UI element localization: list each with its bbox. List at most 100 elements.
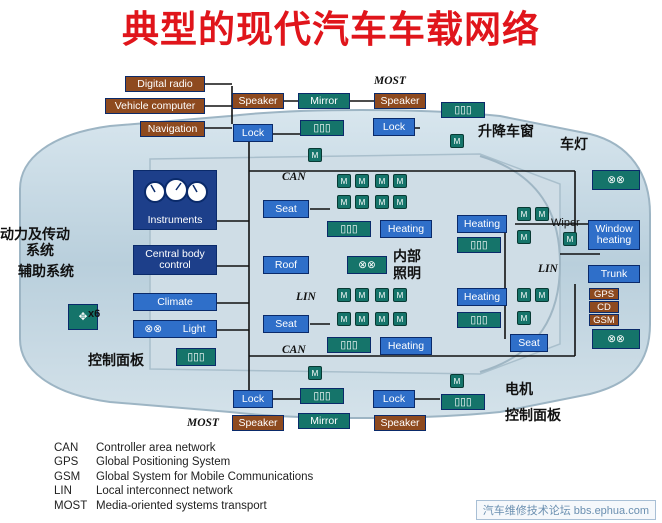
seat-motor-fr-1: M: [517, 207, 531, 221]
seat-motor-10: M: [355, 288, 369, 302]
mirror-top: Mirror: [298, 93, 350, 109]
climate-fan-icon: ✥: [68, 304, 98, 330]
seat-switch-fl: ▯▯▯: [327, 221, 371, 237]
seat-switch-fr: ▯▯▯: [457, 237, 501, 253]
seat-motor-11: M: [375, 288, 389, 302]
can-label-top: CAN: [282, 171, 306, 183]
interior-light-box: ⊗⊗: [347, 256, 387, 274]
light-box: ⊗⊗ Light: [133, 320, 217, 338]
legend-desc: Media-oriented systems transport: [96, 499, 267, 512]
heating-front-left: Heating: [380, 220, 432, 238]
network-diagram: Digital radio Vehicle computer Navigatio…: [0, 64, 662, 523]
seat-motor-3: M: [375, 174, 389, 188]
seat-motor-14: M: [355, 312, 369, 326]
lock-front-left: Lock: [233, 124, 273, 142]
wiper-label: Wiper: [551, 217, 580, 229]
legend-abbr: MOST: [54, 499, 88, 512]
auxiliary-label: 辅助系统: [18, 264, 74, 280]
light-label: Light: [182, 322, 206, 335]
seat-rear-left: Seat: [263, 315, 309, 333]
instruments-label: Instruments: [147, 214, 203, 226]
seat-rear-right: Seat: [510, 334, 548, 352]
heating-rear-right: Heating: [457, 288, 507, 306]
vehicle-computer-box: Vehicle computer: [105, 98, 205, 114]
trunk-box: Trunk: [588, 265, 640, 283]
climate-box: Climate: [133, 293, 217, 311]
control-panel-left-label: 控制面板: [88, 353, 144, 369]
wiper-motor: M: [563, 232, 577, 246]
interior-label-1: 内部: [393, 249, 421, 265]
control-panel-left-icon: ▯▯▯: [176, 348, 216, 366]
seat-motor-12: M: [393, 288, 407, 302]
lock-front-right: Lock: [373, 118, 415, 136]
legend-desc: Controller area network: [96, 442, 216, 454]
seat-motor-13: M: [337, 312, 351, 326]
lin-label-mid: LIN: [296, 291, 316, 303]
seat-front-left: Seat: [263, 200, 309, 218]
powertrain-label-2: 系统: [26, 243, 54, 259]
lin-label-right: LIN: [538, 263, 558, 275]
can-label-bottom: CAN: [282, 344, 306, 356]
seat-motor-rr-2: M: [535, 288, 549, 302]
most-label-top: MOST: [374, 75, 406, 87]
interior-label-2: 照明: [393, 266, 421, 282]
legend-desc: Local interconnect network: [96, 485, 233, 498]
gauges-icon: [144, 178, 208, 203]
powertrain-label-1: 动力及传动: [0, 227, 70, 243]
window-lift-label: 升降车窗: [478, 124, 534, 140]
speaker-rear-left: Speaker: [232, 415, 284, 431]
gps-box: GPS: [589, 288, 619, 300]
cd-box: CD: [589, 301, 619, 313]
roof-box: Roof: [263, 256, 309, 274]
speaker-front-left: Speaker: [232, 93, 284, 109]
legend-desc: Global System for Mobile Communications: [96, 470, 314, 483]
motor-rl: M: [308, 366, 322, 380]
navigation-box: Navigation: [140, 121, 205, 137]
page-title: 典型的现代汽车车载网络: [122, 7, 540, 51]
lock-rear-left: Lock: [233, 390, 273, 408]
forum-watermark: 汽车维修技术论坛 bbs.ephua.com: [475, 500, 656, 520]
seat-motor-9: M: [337, 288, 351, 302]
light-icons: ⊗⊗: [144, 322, 162, 335]
seat-motor-2: M: [355, 174, 369, 188]
legend-row: LIN Local interconnect network: [54, 484, 313, 498]
heating-front-right: Heating: [457, 215, 507, 233]
x6-label: x6: [88, 308, 101, 320]
legend-row: MOST Media-oriented systems transport: [54, 499, 313, 513]
seat-motor-6: M: [355, 195, 369, 209]
rear-lights-right: ⊗⊗: [592, 329, 640, 349]
seat-motor-1: M: [337, 174, 351, 188]
motor-rr: M: [450, 374, 464, 388]
window-switch-rl: ▯▯▯: [300, 388, 344, 404]
seat-motor-fr-2: M: [535, 207, 549, 221]
heating-rear-left: Heating: [380, 337, 432, 355]
seat-motor-4: M: [393, 174, 407, 188]
most-label-bottom: MOST: [187, 417, 219, 429]
gsm-box: GSM: [589, 314, 619, 326]
seat-motor-15: M: [375, 312, 389, 326]
seat-motor-8: M: [393, 195, 407, 209]
window-switch-fr: ▯▯▯: [441, 102, 485, 118]
motor-fl: M: [308, 148, 322, 162]
seat-motor-7: M: [375, 195, 389, 209]
seat-motor-rr-3: M: [517, 311, 531, 325]
legend-abbr: LIN: [54, 485, 72, 498]
seat-switch-rr: ▯▯▯: [457, 312, 501, 328]
front-lights-right: ⊗⊗: [592, 170, 640, 190]
speaker-front-right: Speaker: [374, 93, 426, 109]
window-switch-rr: ▯▯▯: [441, 394, 485, 410]
digital-radio-box: Digital radio: [125, 76, 205, 92]
seat-motor-16: M: [393, 312, 407, 326]
legend-row: GPS Global Positioning System: [54, 455, 313, 469]
seat-motor-rr-1: M: [517, 288, 531, 302]
window-heating-box: Window heating: [588, 220, 640, 250]
seat-motor-fr-3: M: [517, 230, 531, 244]
seat-switch-rl: ▯▯▯: [327, 337, 371, 353]
legend-desc: Global Positioning System: [96, 456, 231, 469]
motor-label: 电机: [505, 382, 533, 398]
mirror-bottom: Mirror: [298, 413, 350, 429]
legend-abbr: GPS: [54, 456, 79, 469]
